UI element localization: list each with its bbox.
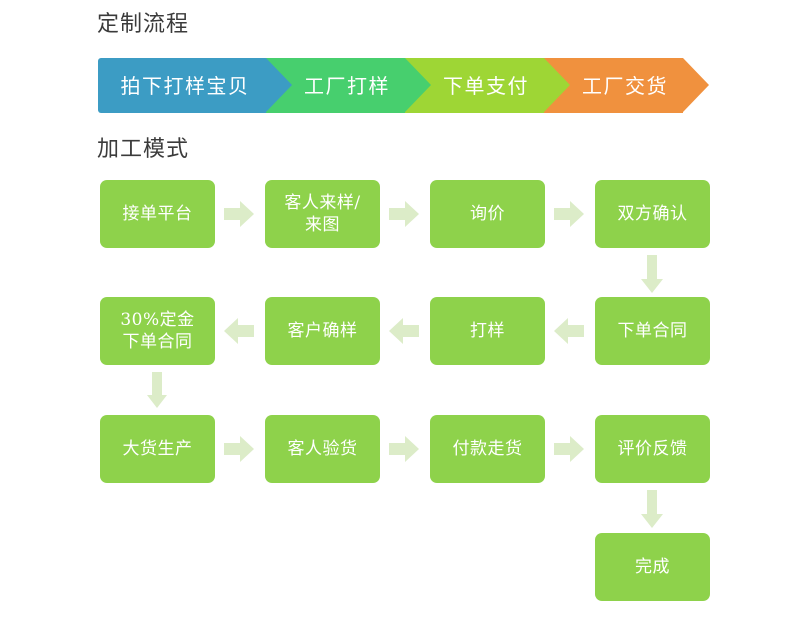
- flow-box-r2c2-label: 客户确样: [287, 321, 358, 341]
- custom-flow-chevron-bar: 拍下打样宝贝 工厂打样 下单支付 工厂交货: [98, 58, 709, 113]
- arrow-right-icon-r3-2: [389, 436, 419, 462]
- flow-box-r3c4[interactable]: 评价反馈: [595, 415, 710, 483]
- flow-box-r1c2-label: 客人来样/ 来图: [284, 193, 361, 235]
- flow-box-r2c1[interactable]: 30%定金 下单合同: [100, 297, 215, 365]
- chevron-step-4-arrowhead-icon: [683, 58, 709, 112]
- flow-box-r2c4-label: 下单合同: [617, 321, 688, 341]
- flow-box-r1c4[interactable]: 双方确认: [595, 180, 710, 248]
- chevron-step-4-label: 工厂交货: [582, 73, 668, 98]
- arrow-right-icon-r1-3: [554, 201, 584, 227]
- arrow-left-icon-r2-2: [389, 318, 419, 344]
- flow-box-final[interactable]: 完成: [595, 533, 710, 601]
- flow-box-r2c3[interactable]: 打样: [430, 297, 545, 365]
- flow-box-r3c1[interactable]: 大货生产: [100, 415, 215, 483]
- chevron-step-1-body: [98, 58, 266, 113]
- flow-box-r2c2[interactable]: 客户确样: [265, 297, 380, 365]
- flow-box-final-label: 完成: [635, 557, 670, 577]
- flow-box-r2c3-label: 打样: [470, 321, 505, 341]
- chevron-step-3-arrowhead-icon: [544, 58, 570, 112]
- flow-box-r3c4-label: 评价反馈: [617, 439, 688, 459]
- arrow-right-icon-r3-1: [224, 436, 254, 462]
- flow-box-r1c3[interactable]: 询价: [430, 180, 545, 248]
- flow-box-r1c1[interactable]: 接单平台: [100, 180, 215, 248]
- flow-box-r3c2[interactable]: 客人验货: [265, 415, 380, 483]
- flow-box-r2c1-label: 30%定金 下单合同: [120, 310, 195, 352]
- section-heading-custom-flow: 定制流程: [97, 12, 190, 37]
- flow-box-r1c2[interactable]: 客人来样/ 来图: [265, 180, 380, 248]
- arrow-right-icon-r1-1: [224, 201, 254, 227]
- arrow-down-icon-row1-to-row2: [641, 255, 663, 293]
- section-heading-process-mode: 加工模式: [97, 137, 190, 162]
- flow-box-r2c4[interactable]: 下单合同: [595, 297, 710, 365]
- chevron-step-2-label: 工厂打样: [304, 73, 390, 98]
- arrow-right-icon-r3-3: [554, 436, 584, 462]
- flow-box-r3c1-label: 大货生产: [122, 439, 193, 459]
- flow-box-r3c2-label: 客人验货: [287, 439, 358, 459]
- arrow-left-icon-r2-3: [554, 318, 584, 344]
- flow-box-r1c1-label: 接单平台: [122, 204, 193, 224]
- arrow-right-icon-r1-2: [389, 201, 419, 227]
- chevron-step-2-arrowhead-icon: [405, 58, 431, 112]
- arrow-left-icon-r2-1: [224, 318, 254, 344]
- flow-box-r3c3-label: 付款走货: [452, 439, 523, 459]
- chevron-step-1-arrowhead-icon: [266, 58, 292, 112]
- flow-box-r1c4-label: 双方确认: [617, 204, 688, 224]
- arrow-down-icon-row2-to-row3: [147, 372, 167, 408]
- arrow-down-icon-row3-to-final: [641, 490, 663, 528]
- chevron-step-1[interactable]: 拍下打样宝贝: [98, 58, 292, 113]
- flow-box-r3c3[interactable]: 付款走货: [430, 415, 545, 483]
- flow-box-r1c3-label: 询价: [470, 204, 505, 224]
- chevron-step-1-label: 拍下打样宝贝: [120, 73, 250, 98]
- chevron-step-3-label: 下单支付: [443, 73, 529, 98]
